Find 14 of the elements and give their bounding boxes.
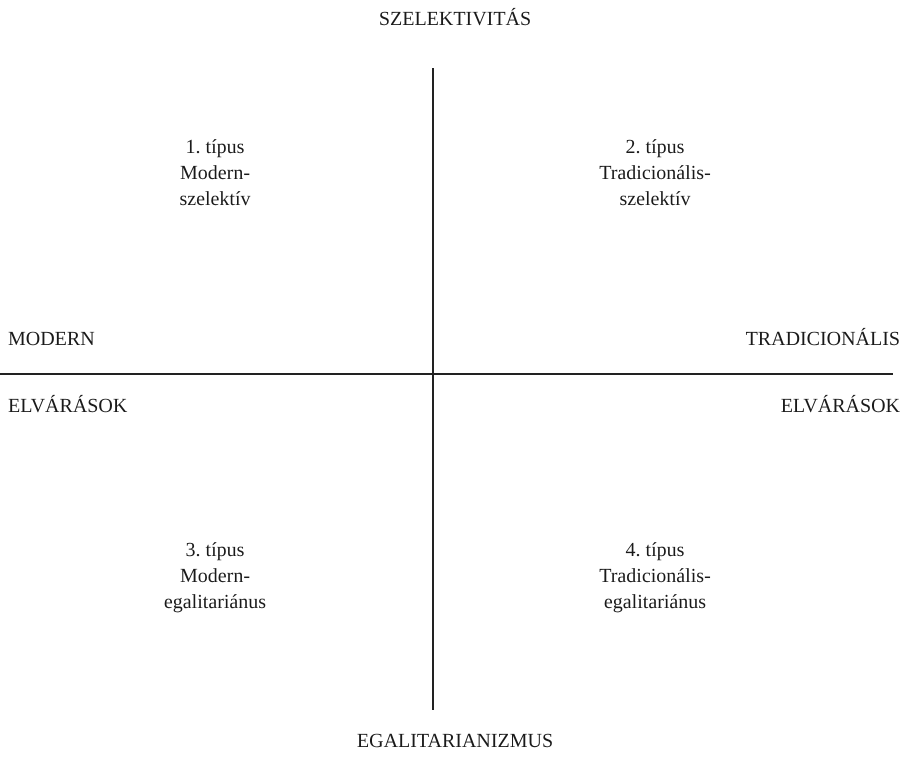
- axis-label: EGALITARIANIZMUS: [356, 729, 554, 754]
- type-number: 4. típus: [626, 538, 684, 563]
- axis-label: TRADICIONÁLIS: [746, 326, 900, 352]
- type-name: Tradicionális-egalitariánus: [599, 564, 711, 615]
- type-number: 3. típus: [186, 538, 244, 563]
- type-number: 2. típus: [626, 135, 684, 160]
- type-name: Modern-szelektív: [179, 161, 251, 212]
- axis-label: SZELEKTIVITÁS: [378, 6, 532, 32]
- type-name: Tradicionális-szelektív: [599, 161, 711, 212]
- type-number: 1. típus: [186, 135, 244, 160]
- axis-label: ELVÁRÁSOK: [8, 394, 128, 419]
- axis-label: ELVÁRÁSOK: [780, 394, 900, 419]
- type-name: Modern-egalitariánus: [164, 564, 266, 615]
- axis-label: MODERN: [8, 327, 95, 352]
